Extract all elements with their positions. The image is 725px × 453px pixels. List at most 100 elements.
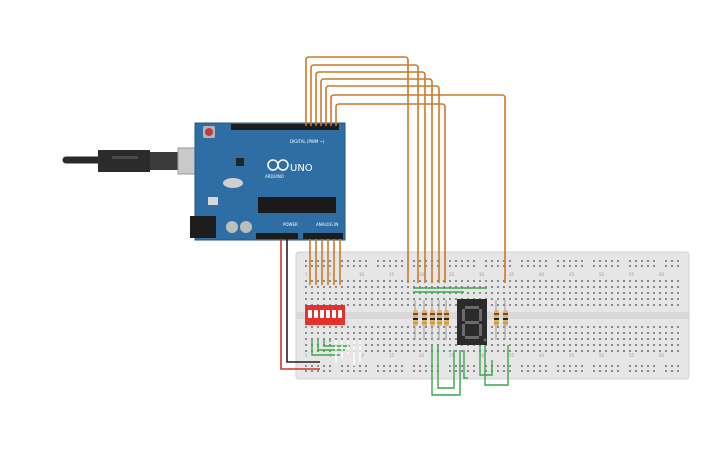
breadboard-hole[interactable] — [509, 350, 511, 352]
resistor[interactable] — [430, 300, 435, 340]
breadboard-hole[interactable] — [341, 292, 343, 294]
breadboard-hole[interactable] — [623, 350, 625, 352]
breadboard-hole[interactable] — [371, 292, 373, 294]
breadboard-hole[interactable] — [461, 370, 463, 372]
breadboard-hole[interactable] — [311, 338, 313, 340]
dip-switch-toggle[interactable] — [338, 310, 342, 318]
breadboard-hole[interactable] — [647, 344, 649, 346]
breadboard-hole[interactable] — [545, 292, 547, 294]
breadboard-hole[interactable] — [569, 350, 571, 352]
breadboard-hole[interactable] — [389, 365, 391, 367]
breadboard-hole[interactable] — [377, 286, 379, 288]
breadboard-hole[interactable] — [611, 304, 613, 306]
breadboard-hole[interactable] — [671, 326, 673, 328]
breadboard-hole[interactable] — [551, 326, 553, 328]
breadboard-hole[interactable] — [641, 365, 643, 367]
breadboard-hole[interactable] — [539, 280, 541, 282]
breadboard-hole[interactable] — [527, 365, 529, 367]
breadboard-hole[interactable] — [677, 286, 679, 288]
breadboard-hole[interactable] — [407, 286, 409, 288]
breadboard-hole[interactable] — [641, 344, 643, 346]
dip-switch-toggle[interactable] — [314, 310, 318, 318]
breadboard-hole[interactable] — [677, 370, 679, 372]
usb-cable[interactable] — [62, 147, 205, 175]
breadboard-hole[interactable] — [617, 326, 619, 328]
breadboard-hole[interactable] — [617, 292, 619, 294]
breadboard-hole[interactable] — [533, 338, 535, 340]
breadboard-hole[interactable] — [593, 326, 595, 328]
breadboard-hole[interactable] — [383, 292, 385, 294]
breadboard-hole[interactable] — [653, 265, 655, 267]
breadboard-hole[interactable] — [323, 292, 325, 294]
breadboard-hole[interactable] — [353, 260, 355, 262]
breadboard-hole[interactable] — [353, 280, 355, 282]
breadboard-hole[interactable] — [371, 286, 373, 288]
breadboard-hole[interactable] — [593, 370, 595, 372]
breadboard-hole[interactable] — [575, 326, 577, 328]
breadboard-hole[interactable] — [395, 326, 397, 328]
breadboard-hole[interactable] — [551, 350, 553, 352]
breadboard-hole[interactable] — [407, 338, 409, 340]
breadboard-hole[interactable] — [659, 350, 661, 352]
breadboard-hole[interactable] — [395, 298, 397, 300]
breadboard-hole[interactable] — [581, 298, 583, 300]
breadboard-hole[interactable] — [629, 370, 631, 372]
breadboard-hole[interactable] — [503, 338, 505, 340]
orange-wires[interactable] — [305, 56, 506, 283]
breadboard-hole[interactable] — [455, 286, 457, 288]
breadboard-hole[interactable] — [599, 260, 601, 262]
breadboard-hole[interactable] — [581, 326, 583, 328]
breadboard-hole[interactable] — [311, 292, 313, 294]
breadboard-hole[interactable] — [581, 338, 583, 340]
breadboard-hole[interactable] — [497, 338, 499, 340]
breadboard-hole[interactable] — [599, 304, 601, 306]
breadboard-hole[interactable] — [665, 260, 667, 262]
breadboard-hole[interactable] — [317, 265, 319, 267]
breadboard-hole[interactable] — [635, 286, 637, 288]
breadboard-hole[interactable] — [389, 292, 391, 294]
dip-switch[interactable] — [305, 305, 345, 325]
breadboard-hole[interactable] — [305, 326, 307, 328]
breadboard-hole[interactable] — [335, 338, 337, 340]
breadboard-hole[interactable] — [473, 350, 475, 352]
breadboard-hole[interactable] — [587, 350, 589, 352]
breadboard-hole[interactable] — [365, 260, 367, 262]
breadboard-hole[interactable] — [395, 280, 397, 282]
breadboard-hole[interactable] — [617, 260, 619, 262]
breadboard-hole[interactable] — [455, 338, 457, 340]
power-header[interactable] — [256, 233, 298, 239]
breadboard-hole[interactable] — [419, 304, 421, 306]
breadboard-hole[interactable] — [641, 280, 643, 282]
resistor[interactable] — [413, 300, 418, 340]
breadboard-hole[interactable] — [587, 326, 589, 328]
breadboard-hole[interactable] — [521, 350, 523, 352]
breadboard-hole[interactable] — [593, 286, 595, 288]
breadboard-hole[interactable] — [557, 370, 559, 372]
breadboard-hole[interactable] — [407, 332, 409, 334]
breadboard-hole[interactable] — [533, 286, 535, 288]
breadboard-hole[interactable] — [569, 286, 571, 288]
breadboard-hole[interactable] — [551, 292, 553, 294]
breadboard-hole[interactable] — [497, 292, 499, 294]
breadboard-hole[interactable] — [635, 292, 637, 294]
breadboard-hole[interactable] — [497, 350, 499, 352]
breadboard-hole[interactable] — [467, 280, 469, 282]
breadboard-hole[interactable] — [365, 326, 367, 328]
breadboard-hole[interactable] — [509, 365, 511, 367]
breadboard-hole[interactable] — [677, 344, 679, 346]
breadboard-hole[interactable] — [635, 332, 637, 334]
breadboard-hole[interactable] — [341, 265, 343, 267]
breadboard-hole[interactable] — [395, 344, 397, 346]
breadboard-hole[interactable] — [641, 292, 643, 294]
breadboard-hole[interactable] — [377, 370, 379, 372]
breadboard-hole[interactable] — [641, 370, 643, 372]
breadboard-hole[interactable] — [425, 286, 427, 288]
breadboard-hole[interactable] — [575, 286, 577, 288]
breadboard-hole[interactable] — [635, 338, 637, 340]
breadboard-hole[interactable] — [641, 286, 643, 288]
breadboard-hole[interactable] — [311, 326, 313, 328]
breadboard-hole[interactable] — [383, 370, 385, 372]
breadboard-hole[interactable] — [455, 292, 457, 294]
breadboard-hole[interactable] — [617, 332, 619, 334]
breadboard-hole[interactable] — [509, 338, 511, 340]
